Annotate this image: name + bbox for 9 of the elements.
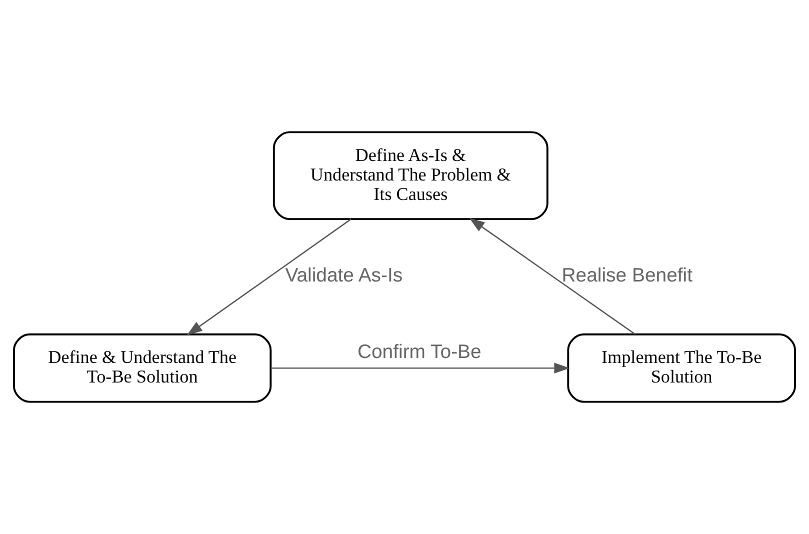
- edge-label: Validate As-Is: [285, 264, 403, 286]
- arrow: [270, 362, 570, 374]
- node-box: Implement The To-Be Solution: [567, 333, 796, 403]
- edge-label: Realise Benefit: [562, 264, 693, 286]
- edge-label: Confirm To-Be: [357, 340, 482, 363]
- arrow: [469, 218, 636, 335]
- arrow: [186, 218, 352, 336]
- node-box: Define As-Is & Understand The Problem & Its Causes: [272, 131, 548, 220]
- node-box: Define & Understand The To-Be Solution: [13, 333, 272, 403]
